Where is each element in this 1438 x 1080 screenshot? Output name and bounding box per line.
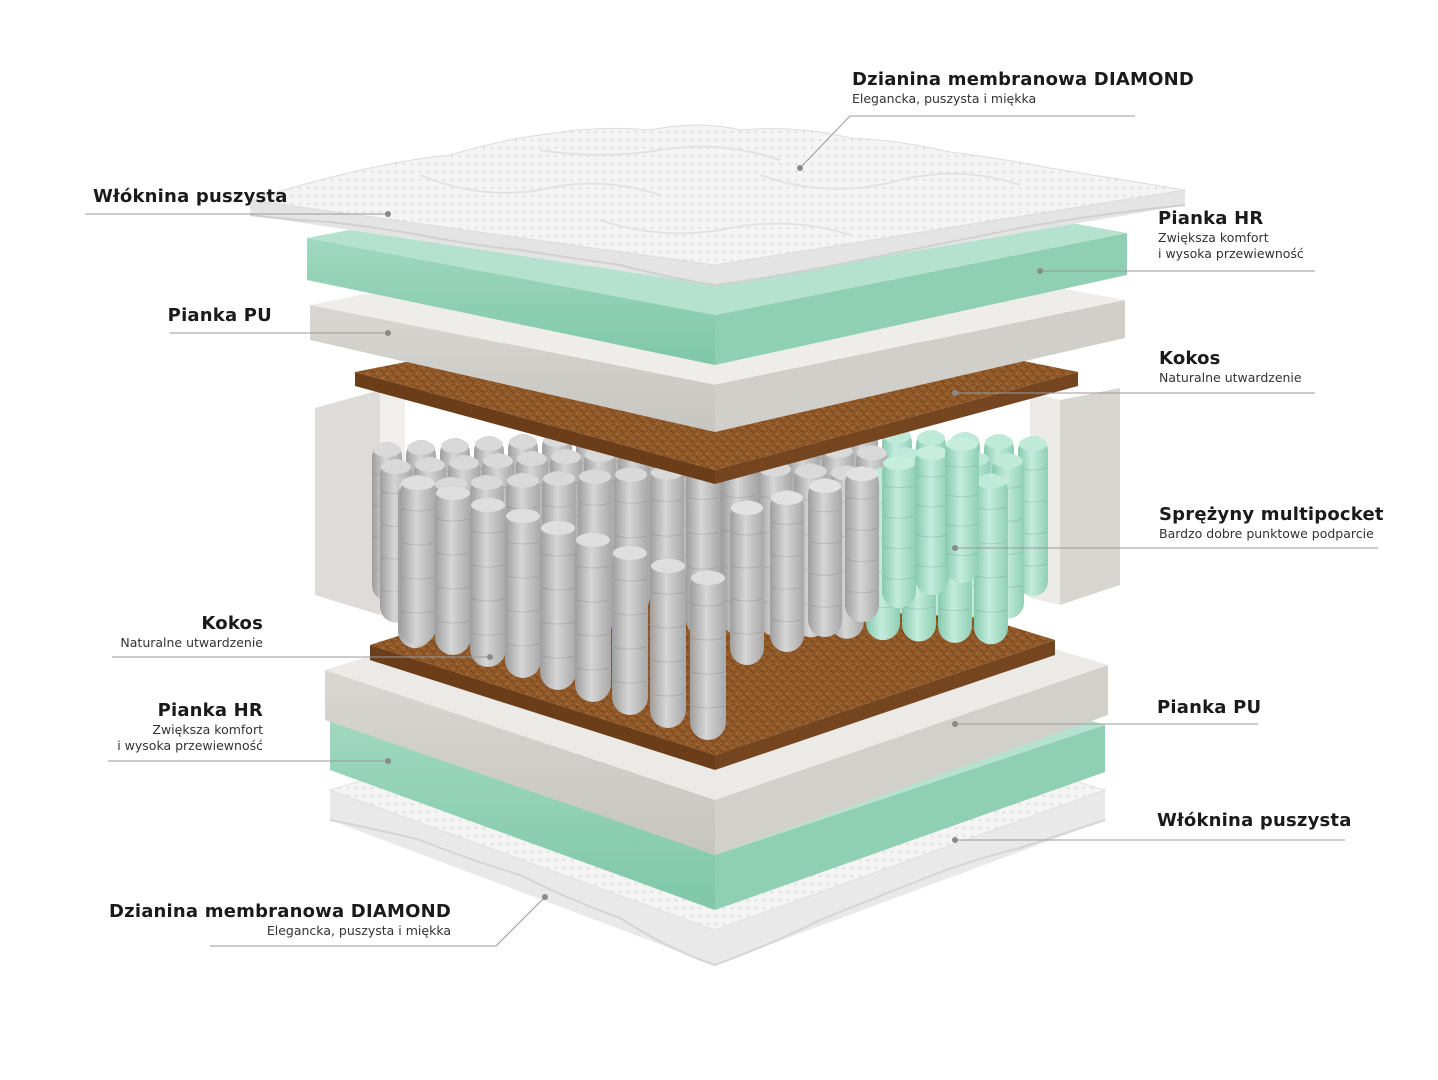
label-bottom-coconut: Kokos Naturalne utwardzenie	[120, 613, 263, 651]
label-bottom-fabric: Dzianina membranowa DIAMOND Elegancka, p…	[109, 901, 451, 939]
label-top-coconut-title: Kokos	[1159, 348, 1302, 370]
label-top-coconut-subtitle: Naturalne utwardzenie	[1159, 370, 1302, 386]
label-bottom-coconut-subtitle: Naturalne utwardzenie	[120, 635, 263, 651]
label-bottom-coconut-title: Kokos	[120, 613, 263, 635]
pocket-spring	[650, 558, 686, 728]
pocket-spring	[845, 466, 879, 622]
label-springs-subtitle: Bardzo dobre punktowe podparcie	[1159, 526, 1384, 542]
pocket-spring	[808, 478, 842, 637]
pocket-spring	[770, 490, 804, 652]
label-top-fabric-title: Dzianina membranowa DIAMOND	[852, 69, 1194, 91]
label-bottom-fiber-title: Włóknina puszysta	[1157, 810, 1352, 832]
pocket-spring	[915, 445, 949, 595]
label-springs-title: Sprężyny multipocket	[1159, 504, 1384, 526]
label-top-coconut: Kokos Naturalne utwardzenie	[1159, 348, 1302, 386]
label-top-pu: Pianka PU	[168, 305, 272, 327]
pocket-spring	[470, 497, 506, 667]
label-bottom-hr-line1: Zwiększa komfort	[117, 722, 263, 738]
pocket-spring	[690, 570, 726, 740]
label-bottom-fabric-title: Dzianina membranowa DIAMOND	[109, 901, 451, 923]
label-top-hr-title: Pianka HR	[1158, 208, 1304, 230]
label-top-fiber: Włóknina puszysta	[93, 186, 288, 208]
label-bottom-hr: Pianka HR Zwiększa komfort i wysoka prze…	[117, 700, 263, 754]
label-top-hr-line2: i wysoka przewiewność	[1158, 246, 1304, 262]
label-bottom-hr-line2: i wysoka przewiewność	[117, 738, 263, 754]
label-top-fabric-subtitle: Elegancka, puszysta i miękka	[852, 91, 1194, 107]
pocket-spring	[612, 545, 648, 715]
label-top-fabric: Dzianina membranowa DIAMOND Elegancka, p…	[852, 69, 1194, 107]
pocket-spring	[882, 455, 916, 608]
label-bottom-pu-title: Pianka PU	[1157, 697, 1261, 719]
label-bottom-fiber: Włóknina puszysta	[1157, 810, 1352, 832]
pocket-spring	[435, 485, 471, 655]
label-top-hr-line1: Zwiększa komfort	[1158, 230, 1304, 246]
label-bottom-hr-title: Pianka HR	[117, 700, 263, 722]
label-top-fiber-title: Włóknina puszysta	[93, 186, 288, 208]
pocket-spring	[505, 508, 541, 678]
pocket-spring	[730, 500, 764, 665]
label-bottom-pu: Pianka PU	[1157, 697, 1261, 719]
label-top-pu-title: Pianka PU	[168, 305, 272, 327]
pocket-spring	[540, 520, 576, 690]
pocket-spring	[945, 436, 979, 583]
pocket-spring	[974, 473, 1008, 644]
pocket-spring	[575, 532, 611, 702]
pocket-spring	[400, 475, 436, 645]
label-top-hr: Pianka HR Zwiększa komfort i wysoka prze…	[1158, 208, 1304, 262]
label-springs: Sprężyny multipocket Bardzo dobre punkto…	[1159, 504, 1384, 542]
label-bottom-fabric-subtitle: Elegancka, puszysta i miękka	[109, 923, 451, 939]
